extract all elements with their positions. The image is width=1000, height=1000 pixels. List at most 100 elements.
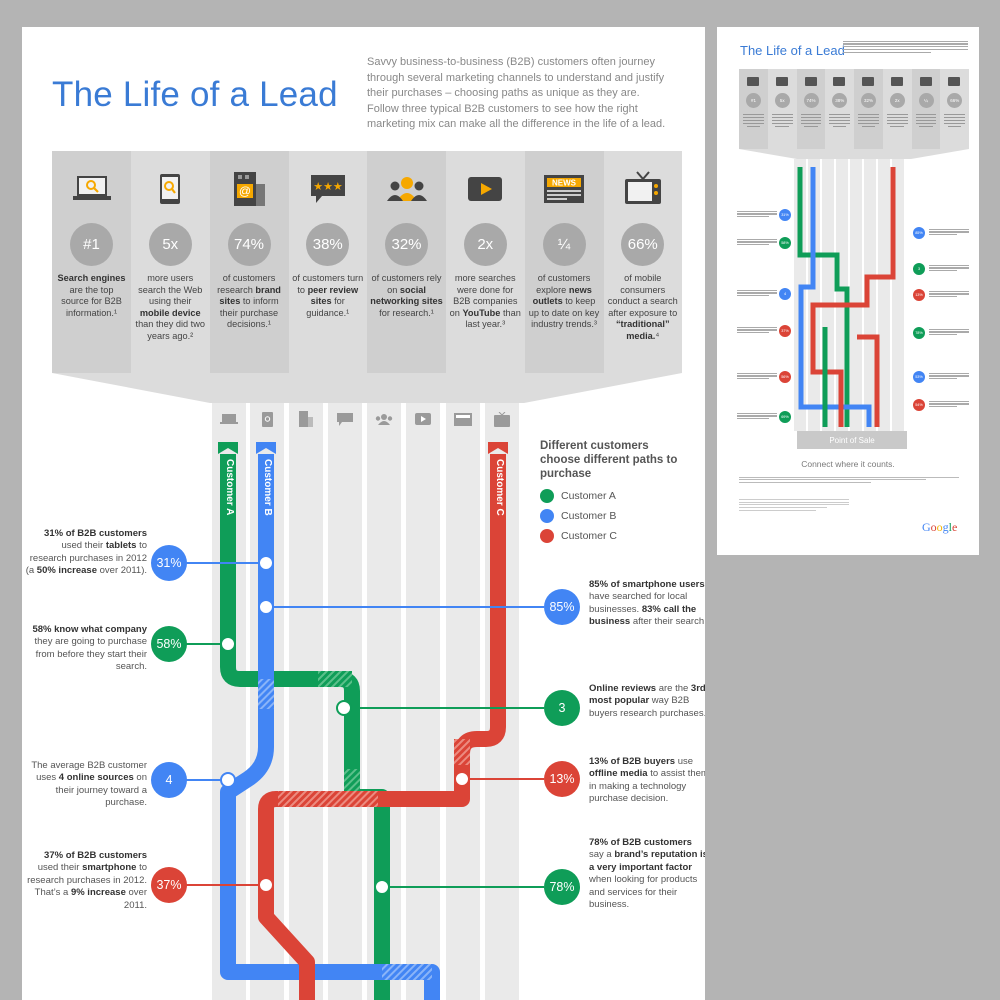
- stat-value-circle: #1: [70, 223, 113, 266]
- thumbnail-channel-icon: [862, 77, 874, 86]
- thumbnail-stat-dot: 31%: [779, 209, 791, 221]
- thumbnail-funnel: [739, 149, 969, 159]
- thumbnail-fact-text: [737, 411, 777, 421]
- thumbnail-stat-dot: 69%: [779, 411, 791, 423]
- thumbnail-stat-dot: 58%: [779, 237, 791, 249]
- tablet-search-icon: [131, 167, 210, 211]
- review-stars-icon: ★★★: [288, 167, 367, 211]
- thumbnail-stat-text: [800, 112, 823, 140]
- fact-online-reviews: Online reviews are the 3rd most popular …: [589, 683, 705, 719]
- fact-local-search: 85% of smartphone users have searched fo…: [589, 579, 705, 628]
- thumbnail-stat-column: 32%: [854, 69, 883, 149]
- thumbnail-stat-text: [943, 112, 966, 140]
- thumbnail-stat-dot: 78%: [913, 327, 925, 339]
- thumbnail-fact-text: [929, 327, 969, 337]
- thumbnail-fact-text: [737, 325, 777, 335]
- stat-description: of mobile consumers conduct a search aft…: [607, 273, 678, 341]
- thumbnail-stat-dot: 37%: [779, 325, 791, 337]
- stat-value-circle: 38%: [306, 223, 350, 266]
- thumbnail-lane: [878, 159, 890, 431]
- thumbnail-lane: [850, 159, 862, 431]
- thumbnail-stat-text: [828, 112, 851, 140]
- television-icon: [492, 409, 512, 429]
- thumbnail-stat-dot: 3: [913, 263, 925, 275]
- channel-lane: [406, 403, 440, 1000]
- stat-value-circle: 32%: [385, 223, 428, 266]
- brand-site-icon: [296, 409, 316, 429]
- thumbnail-stat-text: [742, 112, 765, 140]
- stat-column: NEWS ¼ of customers explore news outlets t…: [524, 151, 604, 373]
- thumbnail-stat-dot: 13%: [913, 289, 925, 301]
- thumbnail-title: The Life of a Lead: [740, 43, 845, 58]
- thumbnail-stat-circle: #1: [746, 93, 761, 108]
- thumbnail-fact-text: [737, 288, 777, 298]
- customer-a-label: Customer A: [224, 459, 235, 516]
- thumbnail-stat-column: 2x: [883, 69, 912, 149]
- thumbnail-footnotes: [739, 475, 959, 485]
- laptop-search-icon: [219, 409, 239, 429]
- thumbnail-stat-dot: 85%: [913, 227, 925, 239]
- customer-c-label: Customer C: [494, 459, 505, 516]
- thumbnail-sources: [739, 497, 849, 513]
- thumbnail-stat-text: [771, 112, 794, 140]
- stat-description: of customers explore news outlets to kee…: [528, 273, 600, 330]
- channel-lane: [289, 403, 323, 1000]
- stat-bubble-58: 58%: [151, 626, 187, 662]
- thumbnail-stat-column: #1: [739, 69, 768, 149]
- legend-title: Different customers choose different pat…: [540, 440, 678, 480]
- legend-item-customer-c: Customer C: [540, 529, 617, 543]
- thumbnail-stat-circle: 74%: [803, 93, 819, 108]
- stat-description: more searches were done for B2B companie…: [449, 273, 521, 330]
- thumbnail-stat-dot: 56%: [779, 371, 791, 383]
- legend-item-customer-b: Customer B: [540, 509, 616, 523]
- brand-site-icon: @: [210, 167, 289, 211]
- people-icon: [374, 409, 394, 429]
- funnel-shape: [52, 373, 682, 403]
- legend-dot: [540, 509, 554, 523]
- stat-bubble-37: 37%: [151, 867, 187, 903]
- legend-dot: [540, 489, 554, 503]
- legend-label: Customer A: [561, 490, 616, 502]
- legend-item-customer-a: Customer A: [540, 489, 616, 503]
- thumbnail-channel-icon: [890, 77, 903, 86]
- thumbnail-stat-column: 5x: [768, 69, 797, 149]
- stat-value-circle: 5x: [148, 223, 192, 266]
- stat-value-circle: ¼: [542, 223, 586, 266]
- stat-bubble-85: 85%: [544, 589, 580, 625]
- stat-description: more users search the Web using their mo…: [135, 273, 205, 341]
- review-stars-icon: [335, 409, 355, 429]
- legend-dot: [540, 529, 554, 543]
- page-title: The Life of a Lead: [52, 75, 338, 114]
- thumbnail-stat-circle: 66%: [947, 93, 963, 108]
- stat-column: 66%of mobile consumers conduct a search …: [603, 151, 682, 373]
- stat-description: of customers rely on social networking s…: [370, 273, 443, 318]
- stat-column: @74%of customers research brand sites to…: [209, 151, 289, 373]
- stat-bubble-4: 4: [151, 762, 187, 798]
- intro-paragraph: Savvy business-to-business (B2B) custome…: [367, 56, 666, 130]
- thumbnail-stat-dot: 53%: [913, 371, 925, 383]
- stat-column: ★★★ 38% of customers turn to peer review s…: [288, 151, 367, 373]
- tablet-search-icon: [257, 409, 277, 429]
- laptop-search-icon: [52, 167, 131, 211]
- thumbnail-stat-text: [915, 112, 938, 140]
- thumbnail-stat-column: 66%: [940, 69, 969, 149]
- svg-text:@: @: [239, 184, 251, 198]
- thumbnail-fact-text: [737, 237, 777, 247]
- stat-description: Search engines are the top source for B2…: [57, 273, 126, 318]
- thumbnail-channel-icon: [833, 77, 846, 86]
- stat-bubble-3: 3: [544, 690, 580, 726]
- thumbnail-stat-text: [886, 112, 909, 140]
- fact-tablets: 31% of B2B customers used their tablets …: [25, 528, 147, 577]
- fact-know-company: 58% know what company they are going to …: [32, 624, 147, 673]
- thumbnail-fact-text: [737, 209, 777, 219]
- svg-text:NEWS: NEWS: [552, 179, 577, 188]
- thumbnail-stat-dot: 4: [779, 288, 791, 300]
- infographic-thumbnail: The Life of a Lead #1 5x 74% 38% 32% 2x ¼ 66% 3…: [717, 27, 979, 555]
- stat-value-circle: 74%: [227, 223, 271, 266]
- thumbnail-stat-circle: 32%: [861, 93, 876, 108]
- stat-description: of customers turn to peer review sites f…: [292, 273, 364, 318]
- fact-online-sources: The average B2B customer uses 4 online s…: [31, 760, 147, 809]
- thumbnail-stat-column: 38%: [825, 69, 854, 149]
- thumbnail-stat-circle: ¼: [918, 93, 934, 108]
- channel-lane: [446, 403, 480, 1000]
